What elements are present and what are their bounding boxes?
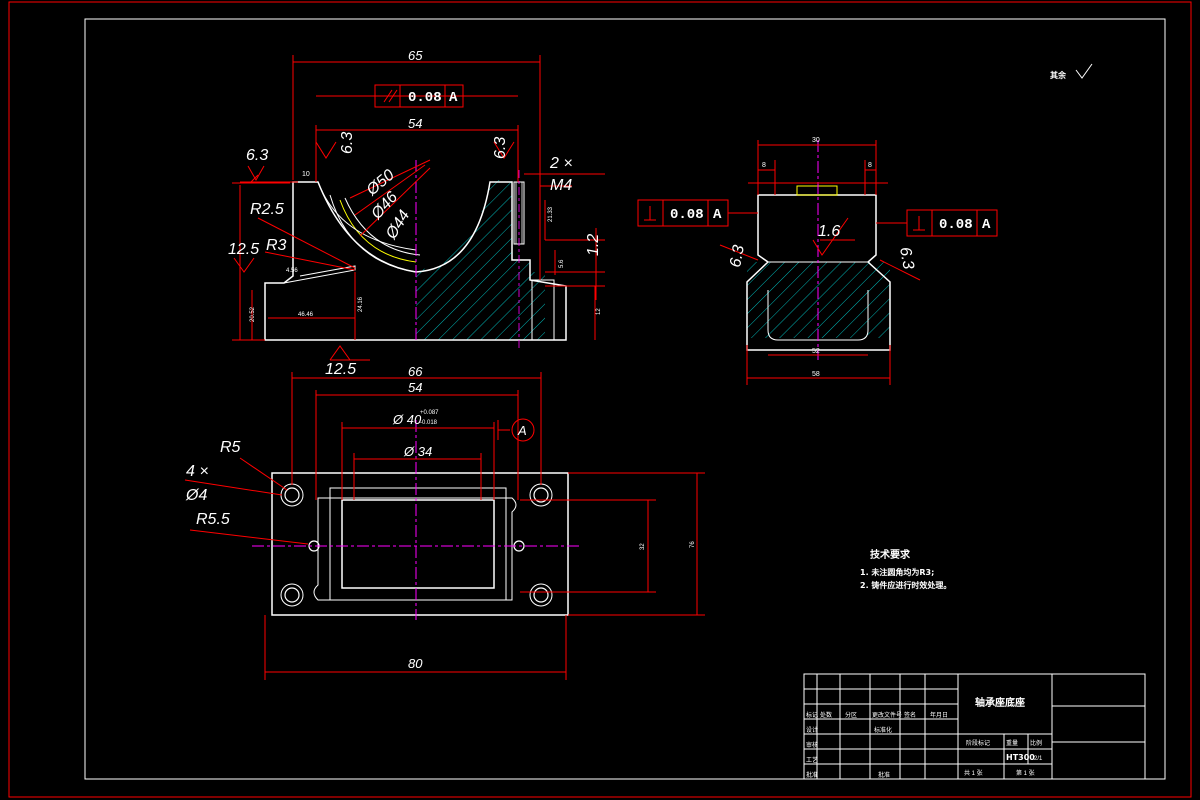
tb-sheet-total: 共 1 张 xyxy=(964,769,983,777)
tb-weight: 重量 xyxy=(1006,739,1018,747)
top-dia-40-tol-upper: +0.087 xyxy=(420,410,439,416)
dim-10: 10 xyxy=(302,171,310,178)
side-dim-8-right: 8 xyxy=(868,162,872,169)
tech-req-title: 技术要求 xyxy=(870,548,911,561)
technical-requirements: 技术要求 1. 未注圆角均为R3; 2. 铸件应进行时效处理。 xyxy=(860,548,951,590)
dim-46-46: 46.46 xyxy=(298,312,314,318)
tb-ratio: 比例 xyxy=(1030,739,1042,747)
tb-col-zone: 分区 xyxy=(845,711,857,719)
tb-approve-2: 批准 xyxy=(878,771,890,779)
datum-a: A xyxy=(517,423,527,438)
dim-5-6: 5.6 xyxy=(559,259,565,268)
side-view-section-hatch xyxy=(747,262,890,338)
holes-count: 4 × xyxy=(186,463,209,480)
tb-scale: 2/1 xyxy=(1034,756,1043,762)
dim-12: 12 xyxy=(596,308,602,315)
roughness-6-3-right: 6.3 xyxy=(492,137,509,159)
title-block xyxy=(803,673,1146,780)
top-dia-40: Ø 40 xyxy=(392,412,422,427)
drawing-title: 轴承座底座 xyxy=(975,696,1025,709)
dim-21-33: 21.33 xyxy=(548,206,554,222)
radius-r3: R3 xyxy=(266,237,287,254)
dim-20-52: 20.52 xyxy=(250,306,256,322)
side-dim-58: 58 xyxy=(812,371,820,378)
dim-24-16: 24.16 xyxy=(358,296,364,312)
parallel-tol-datum: A xyxy=(449,90,458,106)
tb-col-sign: 签名 xyxy=(904,711,916,719)
top-view: 66 54 Ø 40 +0.087 -0.018 Ø 34 A R5 4 × Ø… xyxy=(184,364,705,680)
tb-craft: 工艺 xyxy=(806,756,818,764)
tb-col-count: 处数 xyxy=(820,711,832,719)
tb-sheet-no: 第 1 张 xyxy=(1016,769,1035,777)
thread-count: 2 × xyxy=(549,155,573,172)
sheet-outer-border xyxy=(8,1,1192,798)
top-dim-54: 54 xyxy=(408,380,422,395)
dim-54: 54 xyxy=(408,116,422,131)
dim-65: 65 xyxy=(408,48,423,63)
tb-check: 审核 xyxy=(806,741,818,749)
tech-req-line-2: 2. 铸件应进行时效处理。 xyxy=(860,580,951,590)
perp-left-datum: A xyxy=(713,207,722,223)
roughness-12-5-bottom: 12.5 xyxy=(325,361,356,378)
dim-4-56: 4.56 xyxy=(286,268,298,274)
sheet-inner-border xyxy=(84,18,1166,780)
rest-roughness-note: 其余 xyxy=(1050,63,1093,80)
thread-m4: M4 xyxy=(550,177,572,194)
holes-dia: Ø4 xyxy=(185,487,207,504)
title-block-text: 轴承座底座 标记 处数 分区 更改文件号 签名 年月日 设计 标准化 审核 工艺… xyxy=(806,696,1043,779)
side-roughness-6-3-right: 6.3 xyxy=(896,246,917,271)
front-view-outline xyxy=(264,181,567,341)
top-dia-40-tol-lower: -0.018 xyxy=(420,420,438,426)
side-roughness-6-3-left: 6.3 xyxy=(727,244,748,269)
front-view: 65 0.08 A 54 6.3 6.3 6.3 R2.5 12.5 R3 12… xyxy=(228,48,605,378)
radius-r2-5: R2.5 xyxy=(250,201,284,218)
top-dim-80: 80 xyxy=(408,656,423,671)
perp-right-datum: A xyxy=(982,217,991,233)
radius-r5: R5 xyxy=(220,439,241,456)
roughness-6-3-top: 6.3 xyxy=(339,132,356,154)
top-dim-76: 76 xyxy=(690,541,696,548)
rest-roughness-label: 其余 xyxy=(1050,70,1067,80)
radius-r5-5: R5.5 xyxy=(196,511,230,528)
front-view-section-hatch xyxy=(416,180,545,340)
dim-1-2: 1.2 xyxy=(585,234,602,256)
tb-col-mark: 标记 xyxy=(806,711,818,719)
tb-design: 设计 xyxy=(806,726,818,734)
top-dim-32: 32 xyxy=(640,543,646,550)
roughness-12-5-left: 12.5 xyxy=(228,241,259,258)
top-dim-66: 66 xyxy=(408,364,423,379)
roughness-6-3-left: 6.3 xyxy=(246,147,268,164)
tb-approve: 批准 xyxy=(806,771,818,779)
side-view: 30 8 8 52 58 0.08 A 0.08 A 1.6 6.3 6.3 xyxy=(637,137,998,385)
side-dim-52: 52 xyxy=(812,348,820,355)
top-dia-34: Ø 34 xyxy=(403,444,432,459)
side-dim-8-left: 8 xyxy=(762,162,766,169)
side-dim-30: 30 xyxy=(812,137,820,144)
tech-req-line-1: 1. 未注圆角均为R3; xyxy=(860,567,934,577)
perp-left-value: 0.08 xyxy=(670,207,704,223)
roughness-1-6: 1.6 xyxy=(818,223,840,240)
tb-stage: 阶段标记 xyxy=(966,739,990,747)
tb-material: HT300 xyxy=(1006,753,1035,762)
perp-right-value: 0.08 xyxy=(939,217,973,233)
tb-col-date: 年月日 xyxy=(930,711,948,719)
tb-standard: 标准化 xyxy=(874,726,892,734)
parallel-tol-value: 0.08 xyxy=(408,90,442,106)
tb-col-doc: 更改文件号 xyxy=(872,711,902,719)
